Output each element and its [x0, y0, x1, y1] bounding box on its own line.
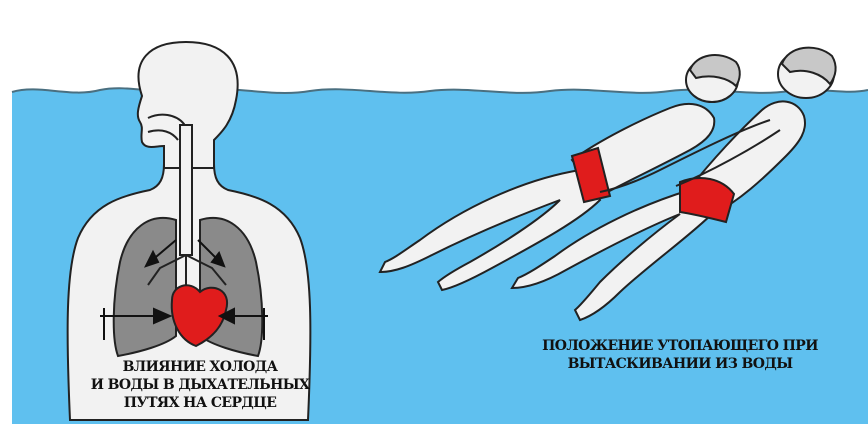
- caption-left-line-2: И ВОДЫ В ДЫХАТЕЛЬНЫХ: [40, 376, 360, 394]
- caption-rescue-position: ПОЛОЖЕНИЕ УТОПАЮЩЕГО ПРИ ВЫТАСКИВАНИИ ИЗ…: [500, 337, 860, 373]
- caption-left-line-1: ВЛИЯНИЕ ХОЛОДА: [40, 358, 360, 376]
- caption-left-line-3: ПУТЯХ НА СЕРДЦЕ: [40, 394, 360, 412]
- caption-right-line-2: ВЫТАСКИВАНИИ ИЗ ВОДЫ: [500, 355, 860, 373]
- trachea: [180, 125, 192, 255]
- caption-cold-water-effect: ВЛИЯНИЕ ХОЛОДА И ВОДЫ В ДЫХАТЕЛЬНЫХ ПУТЯ…: [40, 358, 360, 412]
- caption-right-line-1: ПОЛОЖЕНИЕ УТОПАЮЩЕГО ПРИ: [500, 337, 860, 355]
